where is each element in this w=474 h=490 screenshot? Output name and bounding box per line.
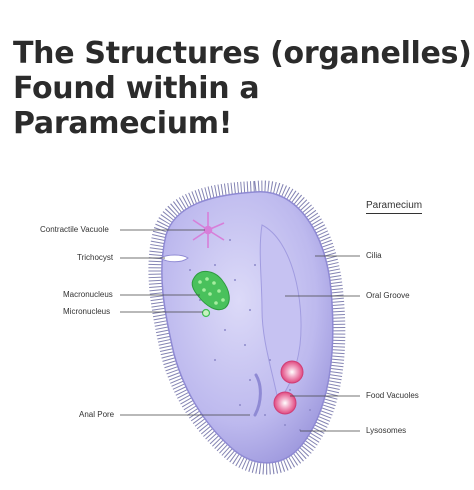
title-line-3: Paramecium! [13, 106, 233, 141]
label-cilia: Cilia [366, 251, 382, 260]
cilia [148, 180, 346, 475]
page-title: The Structures (organelles) Found within… [13, 36, 472, 141]
label-micronucleus: Micronucleus [63, 307, 111, 316]
label-food-vacuoles: Food Vacuoles [366, 391, 419, 400]
diagram-title: Paramecium [366, 200, 423, 214]
leader-lines [120, 229, 360, 432]
cell-body [161, 191, 334, 464]
title-line-1: The Structures (organelles) [13, 36, 472, 71]
label-lysosomes: Lysosomes [366, 426, 407, 435]
title-line-2: Found within a [13, 71, 260, 106]
paramecium-illustration [120, 180, 360, 475]
label-trichocyst: Trichocyst [77, 253, 114, 262]
label-macronucleus: Macronucleus [63, 290, 113, 299]
label-anal-pore: Anal Pore [79, 410, 115, 419]
macronucleus-texture [198, 277, 225, 305]
paramecium-diagram: Paramecium Contractile Vacuole Trichocys… [0, 170, 474, 485]
cytoplasm-granules [189, 239, 311, 431]
food-vacuole-lower [273, 391, 297, 415]
food-vacuole-upper [280, 360, 304, 384]
anal-pore [253, 373, 262, 417]
label-oral-groove: Oral Groove [366, 291, 410, 300]
label-contractile-vacuole: Contractile Vacuole [40, 225, 109, 234]
trichocyst [158, 254, 189, 263]
micronucleus [201, 308, 211, 318]
